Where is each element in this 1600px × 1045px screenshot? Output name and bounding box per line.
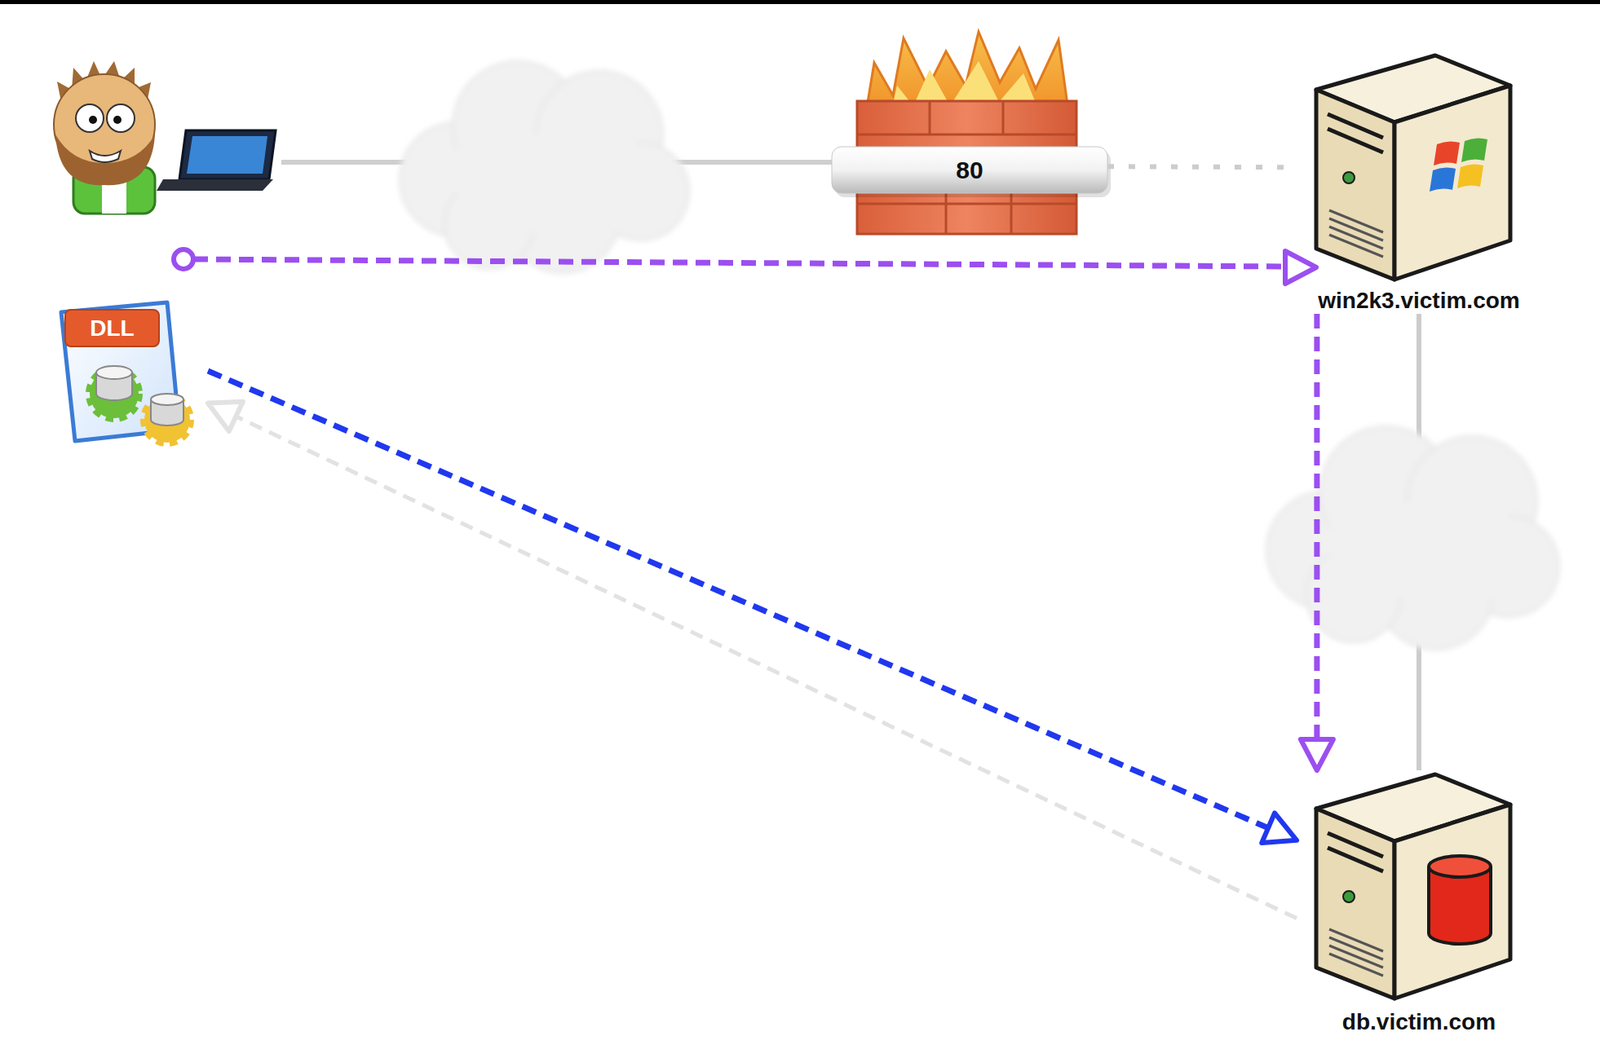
logo-yellow — [1457, 163, 1484, 189]
disk-top — [96, 366, 133, 380]
file-node: DLL — [53, 297, 208, 445]
attack-pivot-arrow — [1313, 313, 1320, 740]
firewall-node: 80 — [831, 36, 1108, 237]
laptop-icon — [156, 130, 276, 191]
dashed-line — [193, 259, 1287, 267]
mortar — [1002, 101, 1005, 135]
connector-layer — [0, 4, 1600, 1045]
mortar — [945, 193, 948, 235]
dll-upload-arrow — [207, 371, 1269, 829]
attacker-figure — [53, 61, 155, 214]
eye — [75, 104, 104, 133]
port-band — [831, 146, 1108, 194]
logo-green — [1461, 137, 1488, 163]
dll-file-icon — [61, 302, 191, 443]
open-arrowhead — [1300, 739, 1334, 771]
cloud-core — [456, 134, 637, 233]
open-arrowhead — [1261, 813, 1297, 844]
disk-top — [150, 393, 184, 406]
host-label: win2k3.victim.com — [1296, 287, 1542, 314]
attack-request-arrow — [173, 249, 1317, 284]
mortar — [857, 133, 1077, 137]
screen-glow — [186, 136, 268, 174]
db-server-tower — [1316, 774, 1511, 999]
host-label: db.victim.com — [1296, 1008, 1542, 1036]
file-tab — [65, 309, 160, 347]
internal-cloud — [1266, 426, 1560, 650]
port-number: 80 — [831, 146, 1108, 194]
database-cylinder — [1428, 856, 1491, 945]
pupil — [88, 115, 98, 124]
open-arrowhead — [207, 402, 244, 432]
mouth — [89, 150, 121, 163]
mortar — [857, 203, 1077, 206]
web-server-tower — [1316, 55, 1511, 280]
beard — [55, 134, 155, 186]
firewall-icon — [831, 31, 1111, 235]
start-circle — [173, 249, 194, 270]
illustration — [0, 4, 1600, 1045]
pupil — [113, 115, 122, 124]
logo-blue — [1429, 167, 1456, 192]
mortar — [1010, 193, 1013, 235]
cloud-core — [1329, 501, 1509, 600]
windows-logo — [1429, 137, 1488, 192]
mortar — [928, 101, 932, 135]
server-node: win2k3.victim.com — [1296, 48, 1542, 314]
logo-red — [1433, 141, 1460, 166]
laptop-base — [156, 179, 274, 191]
network-link — [1107, 166, 1297, 168]
server-node: db.victim.com — [1296, 770, 1542, 1040]
faint-return-arrow — [235, 416, 1297, 920]
internet-cloud — [399, 61, 690, 274]
file-type-label: DLL — [65, 309, 160, 347]
open-arrowhead — [1285, 251, 1317, 284]
eye — [106, 104, 135, 133]
cylinder-top — [1428, 856, 1491, 878]
laptop-screen — [179, 130, 276, 180]
